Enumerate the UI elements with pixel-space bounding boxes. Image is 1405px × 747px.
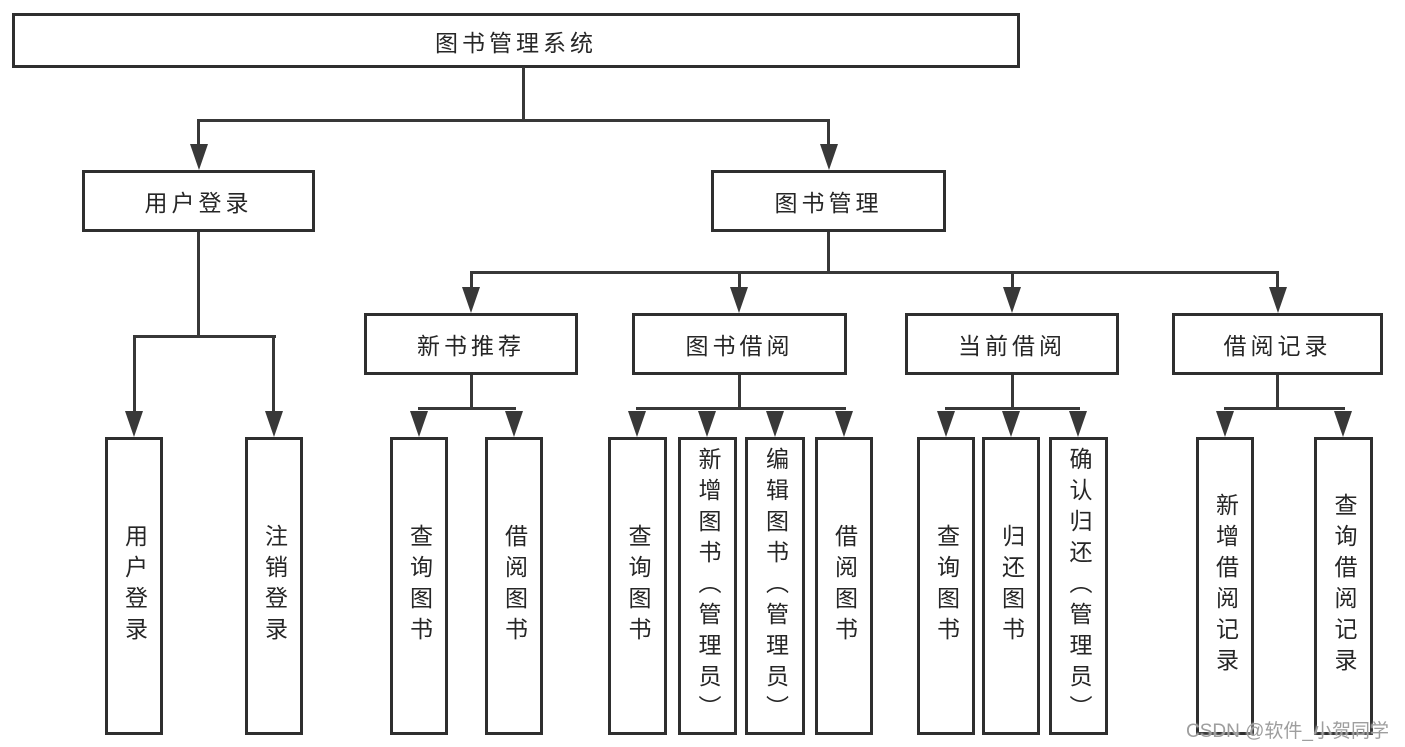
arrowhead-down-icon xyxy=(265,411,283,437)
arrowhead-down-icon xyxy=(937,411,955,437)
leaf-query-books-current-label: 查询图书 xyxy=(933,524,960,648)
leaf-edit-books-admin-label: 编辑图书（管理员） xyxy=(762,446,789,726)
connector-line xyxy=(738,375,741,410)
node-book-management: 图书管理 xyxy=(711,170,946,232)
leaf-logout: 注销登录 xyxy=(245,437,303,735)
arrowhead-down-icon xyxy=(190,144,208,170)
leaf-borrow-books-recommend: 借阅图书 xyxy=(485,437,543,735)
leaf-query-books-borrow: 查询图书 xyxy=(608,437,667,735)
connector-line xyxy=(945,407,1080,410)
node-user-login: 用户登录 xyxy=(82,170,315,232)
arrowhead-down-icon xyxy=(462,287,480,313)
arrowhead-down-icon xyxy=(1334,411,1352,437)
connector-line xyxy=(827,232,830,274)
leaf-logout-label: 注销登录 xyxy=(261,524,288,648)
arrowhead-down-icon xyxy=(125,411,143,437)
leaf-query-borrow-record-label: 查询借阅记录 xyxy=(1331,493,1357,679)
leaf-query-books-recommend-label: 查询图书 xyxy=(406,524,433,648)
leaf-borrow-books-label: 借阅图书 xyxy=(831,524,858,648)
leaf-return-books: 归还图书 xyxy=(982,437,1040,735)
connector-line xyxy=(197,232,200,338)
connector-line xyxy=(133,335,136,413)
leaf-borrow-books: 借阅图书 xyxy=(815,437,873,735)
arrowhead-down-icon xyxy=(835,411,853,437)
leaf-query-borrow-record: 查询借阅记录 xyxy=(1314,437,1373,735)
leaf-add-books-admin-label: 新增图书（管理员） xyxy=(695,446,721,726)
connector-line xyxy=(133,335,276,338)
connector-line xyxy=(1276,375,1279,410)
connector-line xyxy=(1224,407,1345,410)
leaf-edit-books-admin: 编辑图书（管理员） xyxy=(745,437,805,735)
arrowhead-down-icon xyxy=(1216,411,1234,437)
leaf-add-books-admin: 新增图书（管理员） xyxy=(678,437,737,735)
arrowhead-down-icon xyxy=(505,411,523,437)
leaf-add-borrow-record: 新增借阅记录 xyxy=(1196,437,1254,735)
arrowhead-down-icon xyxy=(410,411,428,437)
connector-line xyxy=(522,67,525,121)
connector-line xyxy=(738,271,741,289)
arrowhead-down-icon xyxy=(1002,411,1020,437)
leaf-confirm-return-admin: 确认归还（管理员） xyxy=(1049,437,1108,735)
connector-line xyxy=(470,375,473,410)
node-borrow-records: 借阅记录 xyxy=(1172,313,1383,375)
leaf-borrow-books-recommend-label: 借阅图书 xyxy=(501,524,528,648)
leaf-user-login-label: 用户登录 xyxy=(121,524,148,648)
connector-line xyxy=(197,119,830,122)
connector-line xyxy=(418,407,516,410)
arrowhead-down-icon xyxy=(820,144,838,170)
node-current-borrow: 当前借阅 xyxy=(905,313,1119,375)
arrowhead-down-icon xyxy=(1003,287,1021,313)
leaf-user-login: 用户登录 xyxy=(105,437,163,735)
connector-line xyxy=(1011,271,1014,289)
arrowhead-down-icon xyxy=(628,411,646,437)
node-book-borrow: 图书借阅 xyxy=(632,313,847,375)
connector-line xyxy=(272,335,275,413)
leaf-return-books-label: 归还图书 xyxy=(998,524,1025,648)
arrowhead-down-icon xyxy=(730,287,748,313)
leaf-add-borrow-record-label: 新增借阅记录 xyxy=(1212,493,1239,679)
arrowhead-down-icon xyxy=(698,411,716,437)
arrowhead-down-icon xyxy=(1269,287,1287,313)
connector-line xyxy=(470,271,1278,274)
arrowhead-down-icon xyxy=(1069,411,1087,437)
connector-line xyxy=(470,271,473,289)
arrowhead-down-icon xyxy=(766,411,784,437)
node-new-book-recommend: 新书推荐 xyxy=(364,313,578,375)
leaf-query-books-recommend: 查询图书 xyxy=(390,437,448,735)
leaf-confirm-return-admin-label: 确认归还（管理员） xyxy=(1066,446,1092,726)
connector-line xyxy=(197,119,200,146)
csdn-watermark: CSDN @软件_小贺同学 xyxy=(1186,721,1389,742)
connector-line xyxy=(1276,271,1279,289)
connector-line xyxy=(827,119,830,146)
leaf-query-books-current: 查询图书 xyxy=(917,437,975,735)
connector-line xyxy=(636,407,846,410)
node-root: 图书管理系统 xyxy=(12,13,1020,68)
connector-line xyxy=(1011,375,1014,410)
leaf-query-books-borrow-label: 查询图书 xyxy=(625,524,651,648)
